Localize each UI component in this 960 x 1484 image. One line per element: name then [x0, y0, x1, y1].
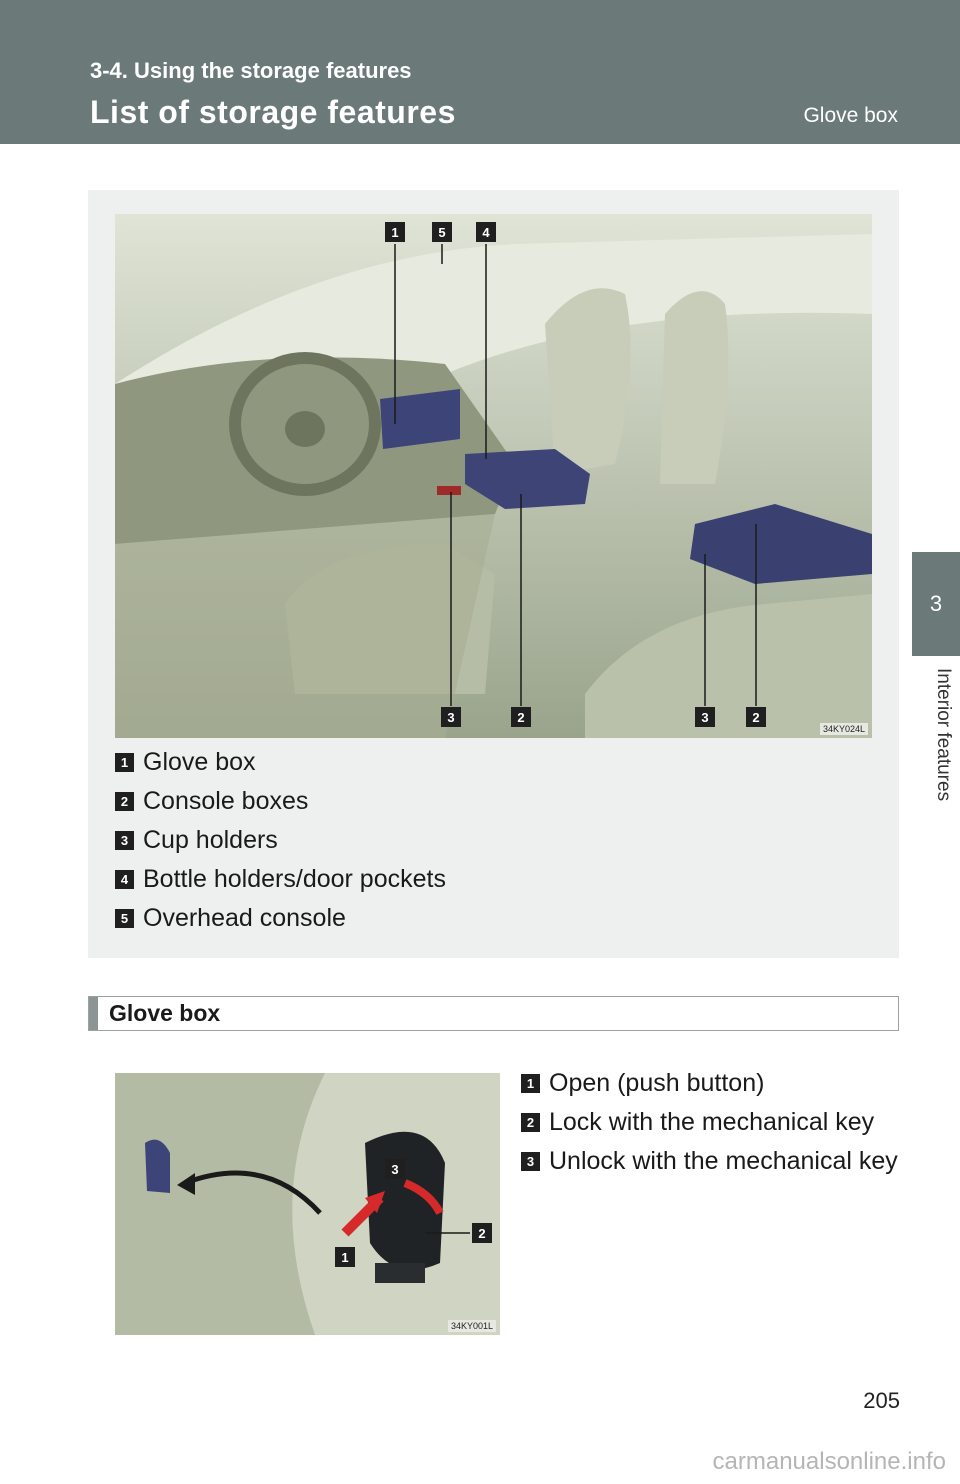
- header-topic-label: Glove box: [803, 104, 898, 127]
- page-title: List of storage features: [90, 94, 456, 130]
- figure-code: 34KY024L: [819, 723, 868, 735]
- storage-features-list: 1 Glove box 2 Console boxes 3 Cup holder…: [115, 743, 446, 938]
- callout-3: 3: [441, 707, 461, 727]
- glove-callout-3: 3: [385, 1159, 405, 1179]
- step-label: Lock with the mechanical key: [549, 1108, 875, 1136]
- section-accent-bar: [89, 997, 98, 1030]
- callout-1: 1: [385, 222, 405, 242]
- item-number: 5: [115, 909, 134, 928]
- list-item: 5 Overhead console: [115, 899, 446, 938]
- chapter-title: Interior features: [933, 668, 954, 802]
- glove-box-drawing: [115, 1073, 500, 1335]
- item-number: 2: [115, 792, 134, 811]
- callout-2-rear: 2: [746, 707, 766, 727]
- item-label: Bottle holders/door pockets: [143, 865, 446, 893]
- item-label: Cup holders: [143, 826, 278, 854]
- glove-callout-2: 2: [472, 1223, 492, 1243]
- section-label: 3-4. Using the storage features: [90, 58, 412, 83]
- step-number: 2: [521, 1113, 540, 1132]
- item-label: Glove box: [143, 748, 256, 776]
- item-label: Console boxes: [143, 787, 309, 815]
- chapter-number: 3: [929, 591, 943, 616]
- page-number: 205: [863, 1388, 900, 1413]
- callout-5: 5: [432, 222, 452, 242]
- chapter-tab[interactable]: 3: [912, 552, 960, 656]
- item-number: 3: [115, 831, 134, 850]
- glove-callout-1: 1: [335, 1247, 355, 1267]
- callout-2: 2: [511, 707, 531, 727]
- item-number: 4: [115, 870, 134, 889]
- list-item: 2 Lock with the mechanical key: [521, 1103, 898, 1142]
- glove-box-section-header: Glove box: [88, 996, 899, 1031]
- page-header: 3-4. Using the storage features List of …: [0, 0, 960, 144]
- list-item: 1 Open (push button): [521, 1064, 898, 1103]
- list-item: 3 Cup holders: [115, 821, 446, 860]
- list-item: 4 Bottle holders/door pockets: [115, 860, 446, 899]
- callout-4: 4: [476, 222, 496, 242]
- glove-box-illustration: 3 2 1 34KY001L: [115, 1073, 500, 1335]
- list-item: 3 Unlock with the mechanical key: [521, 1142, 898, 1181]
- step-number: 3: [521, 1152, 540, 1171]
- car-interior-drawing: [115, 214, 872, 738]
- callout-3-rear: 3: [695, 707, 715, 727]
- step-label: Open (push button): [549, 1069, 765, 1097]
- step-number: 1: [521, 1074, 540, 1093]
- list-item: 1 Glove box: [115, 743, 446, 782]
- car-interior-illustration: 1 5 4 3 2 3 2 34KY024L: [115, 214, 872, 738]
- figure-code: 34KY001L: [447, 1320, 496, 1332]
- step-label: Unlock with the mechanical key: [549, 1147, 898, 1175]
- list-item: 2 Console boxes: [115, 782, 446, 821]
- item-label: Overhead console: [143, 904, 346, 932]
- glove-box-steps: 1 Open (push button) 2 Lock with the mec…: [521, 1064, 898, 1181]
- section-title: Glove box: [109, 1000, 221, 1026]
- watermark[interactable]: carmanualsonline.info: [712, 1448, 946, 1475]
- item-number: 1: [115, 753, 134, 772]
